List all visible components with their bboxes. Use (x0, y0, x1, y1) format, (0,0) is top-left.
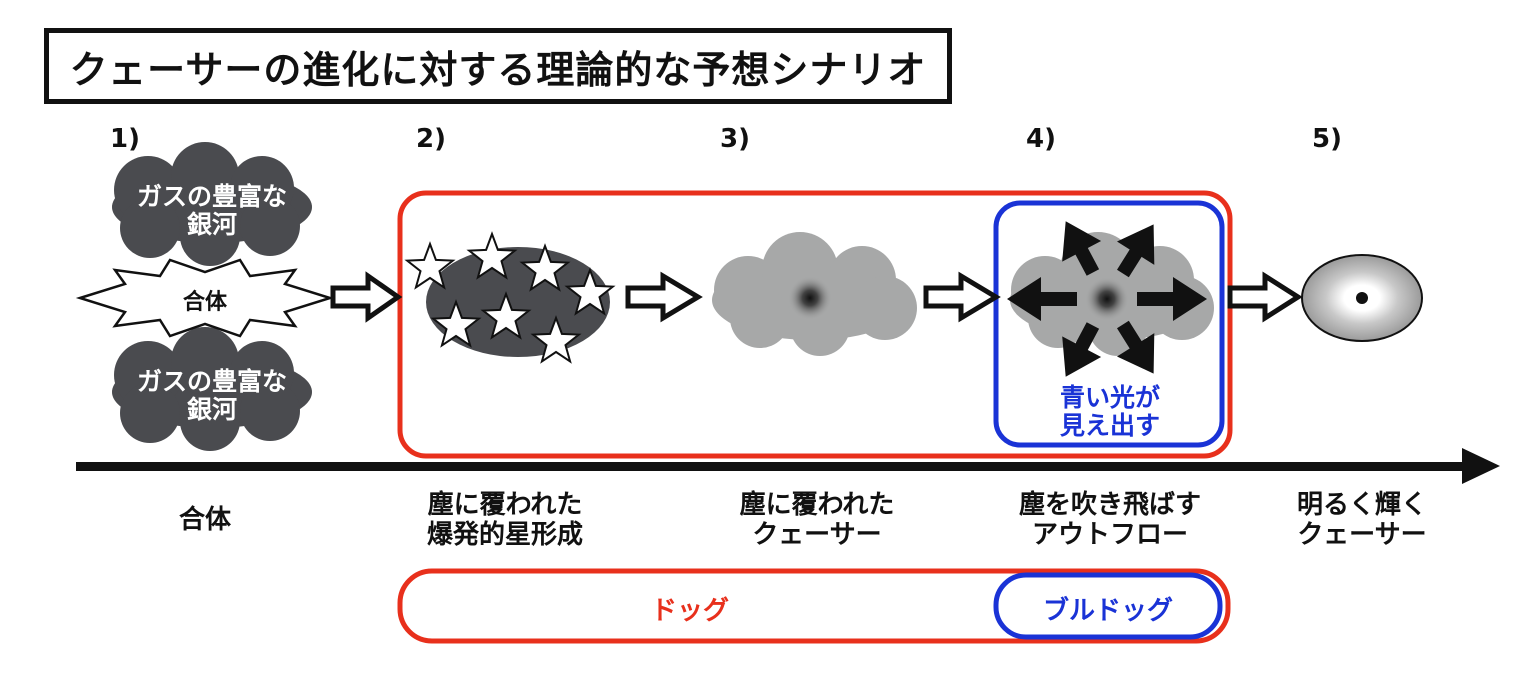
stage-label-4-line2: アウトフロー (1031, 520, 1188, 550)
stage-label-1: 合体 (130, 505, 280, 535)
outflow-nucleus (1085, 277, 1129, 321)
stage-label-3-line2: クェーサー (752, 520, 882, 550)
step-number-2: 2) (416, 124, 446, 154)
stage-label-2-line2: 爆発的星形成 (426, 520, 583, 550)
time-axis-arrowhead (1462, 448, 1500, 484)
star-6 (480, 291, 532, 340)
gas-rich-galaxy-cloud-top (112, 142, 312, 266)
stage-label-4-line1: 塵を吹き飛ばす (1018, 490, 1201, 520)
stage-label-4: 塵を吹き飛ばす アウトフロー (990, 490, 1230, 550)
flow-arrow-2 (625, 271, 703, 323)
stage-label-5: 明るく輝く クェーサー (1272, 490, 1452, 550)
stage-label-5-line1: 明るく輝く (1296, 490, 1427, 520)
starburst-stars (404, 231, 616, 364)
outflow-arrow-2 (1007, 277, 1077, 321)
star-2 (466, 231, 518, 280)
step-number-5: 5) (1312, 124, 1342, 154)
dog-phase-frame (397, 190, 1233, 459)
flow-arrow-3 (923, 271, 1001, 323)
galaxy-cloud-bottom-label: ガスの豊富な 銀河 (112, 368, 312, 424)
blue-light-note-line2: 見え出す (1059, 411, 1160, 440)
stage-label-1-line1: 合体 (178, 505, 231, 535)
stage-label-2-line1: 塵に覆われた (427, 490, 583, 520)
obscured-nucleus (788, 276, 832, 320)
step-number-4: 4) (1026, 124, 1056, 154)
outflow-arrow-4 (1117, 224, 1155, 278)
stage-label-2: 塵に覆われた 爆発的星形成 (390, 490, 620, 550)
gas-rich-galaxy-cloud-bottom (112, 327, 312, 451)
step-number-3: 3) (720, 124, 750, 154)
bulldog-bar-label: ブルドッグ (1042, 596, 1173, 626)
stage-label-3-line1: 塵に覆われた (739, 490, 895, 520)
outflow-arrow-3 (1062, 221, 1102, 276)
outflow-arrow-6 (1117, 320, 1155, 374)
stage-label-5-line2: クェーサー (1297, 520, 1427, 550)
dog-phase-bar (397, 568, 1231, 644)
step-number-1: 1) (110, 124, 140, 154)
bright-quasar-nucleus (1356, 292, 1368, 304)
flow-arrow-1 (330, 271, 403, 323)
dusty-starburst-galaxy (426, 247, 610, 357)
star-7 (530, 315, 582, 364)
bulldog-phase-bar (993, 572, 1223, 640)
star-5 (430, 299, 482, 348)
title-box: クェーサーの進化に対する理論的な予想シナリオ (44, 28, 952, 104)
merger-burst-shape (75, 258, 335, 338)
star-1 (404, 241, 456, 290)
galaxy-cloud-bottom-line1: ガスの豊富な (136, 367, 287, 396)
blue-light-note: 青い光が 見え出す (1010, 384, 1210, 440)
flow-arrows (330, 271, 1303, 323)
merger-label: 合体 (182, 290, 227, 315)
blue-light-note-line1: 青い光が (1059, 383, 1160, 412)
star-3 (519, 243, 571, 292)
page-title: クェーサーの進化に対する理論的な予想シナリオ (69, 47, 927, 92)
bulldog-phase-frame (993, 200, 1225, 448)
galaxy-cloud-bottom-line2: 銀河 (186, 395, 237, 424)
stage-label-3: 塵に覆われた クェーサー (702, 490, 932, 550)
outflow-arrows (1007, 221, 1207, 377)
outflow-arrow-5 (1062, 322, 1102, 377)
galaxy-cloud-top-line2: 銀河 (186, 210, 237, 239)
star-4 (564, 267, 616, 316)
outflow-arrow-1 (1137, 277, 1207, 321)
dog-bar-label: ドッグ (650, 596, 729, 626)
flow-arrow-4 (1227, 271, 1303, 323)
time-axis-line (76, 462, 1468, 471)
galaxy-cloud-top-label: ガスの豊富な 銀河 (112, 183, 312, 239)
galaxy-cloud-top-line1: ガスの豊富な (136, 182, 287, 211)
